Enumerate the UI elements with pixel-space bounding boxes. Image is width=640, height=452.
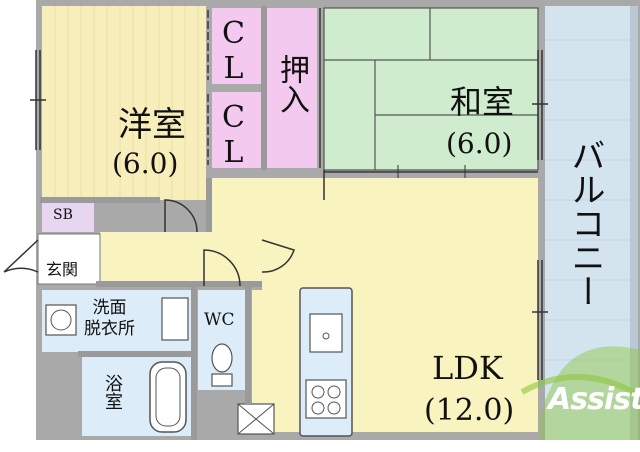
ldk-floor — [212, 178, 538, 432]
balcony-area — [545, 6, 636, 440]
ldk-size: (12.0) — [424, 393, 515, 428]
washroom-label: 洗面 脱衣所 — [84, 298, 135, 340]
balcony-railing — [630, 6, 638, 440]
kitchen-stove — [305, 379, 347, 419]
entrance-label: 玄関 — [46, 260, 79, 279]
western-room-size: (6.0) — [112, 147, 179, 180]
hallway-floor — [100, 232, 262, 284]
bathtub — [149, 361, 187, 433]
closet-1-label: CL — [216, 16, 251, 86]
closet-2-label: CL — [216, 100, 251, 170]
western-room-name: 洋室 — [118, 105, 186, 145]
entrance-fill — [37, 233, 101, 285]
balcony-label: バルコニー — [565, 138, 605, 308]
closet-1-fill — [212, 8, 262, 84]
toilet-label: WC — [204, 310, 235, 330]
toilet-bowl — [211, 343, 233, 373]
western-room-door — [164, 199, 198, 233]
closet-2-fill — [212, 92, 262, 168]
entrance-door — [3, 239, 39, 273]
western-room-floor — [42, 6, 206, 200]
toilet-door — [203, 249, 241, 287]
watermark-logo: Assist — [548, 382, 640, 417]
japanese-room-size: (6.0) — [446, 127, 513, 160]
japanese-room-floor — [324, 8, 538, 170]
watermark-swoosh — [540, 346, 640, 440]
oshiire-fill — [267, 8, 317, 168]
ldk-door — [261, 239, 295, 273]
oshiire-label: 押入 — [274, 54, 309, 114]
shoe-box-fill — [42, 202, 94, 232]
ldk-name: LDK — [432, 349, 503, 387]
toilet-fill — [198, 290, 246, 390]
japanese-room-name: 和室 — [450, 83, 515, 121]
vanity — [161, 297, 189, 341]
bathroom-label: 浴室 — [102, 374, 123, 410]
shoe-box-label: SB — [53, 207, 73, 223]
